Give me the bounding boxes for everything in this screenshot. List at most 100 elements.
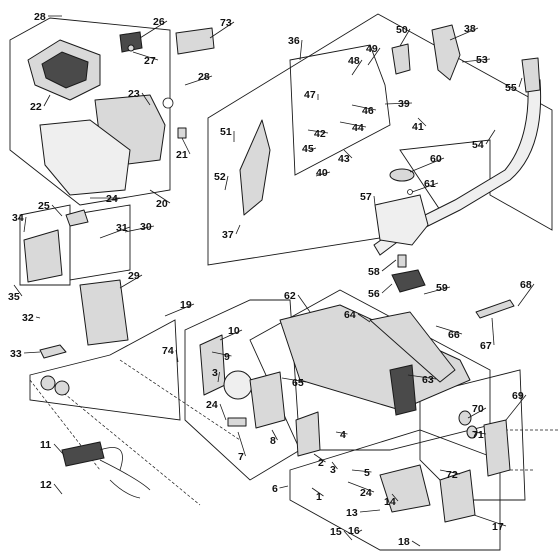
housing-half-lower (39, 119, 131, 196)
part-number-label: 1 (316, 491, 322, 503)
leader-line (373, 195, 376, 206)
part-number-label: 56 (368, 288, 380, 300)
part-number-label: 27 (144, 55, 156, 67)
callout-p2-64: 2 (313, 453, 326, 469)
part-number-label: 52 (214, 171, 226, 183)
callout-p71-61: 71 (472, 429, 487, 441)
nut-27 (127, 44, 135, 52)
leader-line (518, 77, 523, 88)
frame-switch-left (69, 204, 131, 281)
part-number-label: 61 (424, 178, 436, 190)
leader-line (219, 403, 227, 421)
part-number-label: 70 (472, 403, 484, 415)
leader-line (217, 371, 220, 383)
bearing-70 (458, 410, 472, 426)
part-number-label: 65 (292, 377, 304, 389)
callout-p63-53: 63 (407, 374, 437, 386)
leader-line (461, 58, 491, 63)
part-number-label: 28 (198, 71, 210, 83)
leader-line (315, 171, 331, 177)
part-number-label: 54 (472, 139, 484, 151)
callout-p48-14: 48 (348, 55, 363, 76)
leader-line (99, 226, 131, 239)
callout-p8-59: 8 (270, 429, 278, 447)
leader-line (51, 204, 63, 217)
carrier-63 (389, 364, 417, 416)
part-number-label: 64 (344, 309, 356, 321)
leader-line (335, 431, 348, 435)
callout-p42-21: 42 (307, 128, 329, 140)
callout-p14-72: 14 (384, 493, 399, 508)
part-number-label: 43 (338, 153, 350, 165)
fan-wheel (223, 370, 253, 400)
callout-p34-32: 34 (12, 212, 27, 233)
callout-p39-19: 39 (384, 98, 413, 110)
callout-p16-76: 16 (348, 525, 363, 537)
part-number-label: 9 (224, 351, 230, 363)
part-number-label: 57 (360, 191, 372, 203)
part-number-label: 48 (348, 55, 360, 67)
part-number-label: 13 (346, 507, 358, 519)
part-number-label: 42 (314, 128, 326, 140)
callout-p66-47: 66 (435, 325, 463, 341)
leader-line (164, 303, 195, 317)
leader-line (313, 453, 326, 463)
leader-line (409, 157, 445, 173)
part-number-label: 36 (288, 35, 300, 47)
callout-p4-60: 4 (335, 429, 348, 441)
leader-line (381, 259, 397, 272)
leader-line (209, 21, 235, 39)
part-number-label: 59 (436, 282, 448, 294)
callout-p13-73: 13 (346, 507, 381, 519)
leader-line (124, 225, 155, 233)
leader-line (391, 493, 399, 502)
leader-line (339, 121, 367, 128)
part-number-label: 31 (116, 222, 128, 234)
callout-p37-36: 37 (222, 224, 241, 241)
leader-line (35, 316, 41, 319)
part-number-label: 51 (220, 126, 232, 138)
part-number-label: 60 (430, 153, 442, 165)
callout-p35-42: 35 (8, 284, 23, 303)
part-number-label: 71 (472, 429, 484, 441)
trigger-50 (391, 43, 411, 75)
callout-p30-35: 30 (124, 221, 155, 233)
part-number-label: 24 (360, 487, 372, 499)
leader-line (351, 59, 363, 76)
part-number-label: 32 (22, 312, 34, 324)
part-number-label: 41 (412, 121, 424, 133)
part-number-label: 73 (220, 17, 232, 29)
leader-line (411, 540, 421, 547)
callout-p1-70: 1 (311, 487, 324, 503)
frame-lower-left (29, 319, 181, 421)
callout-p58-38: 58 (368, 259, 397, 278)
fan-housing-8 (249, 371, 286, 429)
callout-p70-58: 70 (467, 403, 487, 419)
callout-p40-26: 40 (315, 167, 331, 179)
part-number-label: 74 (162, 345, 174, 357)
leader-line (435, 325, 463, 335)
part-number-label: 68 (520, 279, 532, 291)
callout-p68-41: 68 (517, 279, 535, 307)
part-number-label: 37 (222, 229, 234, 241)
part-number-label: 72 (446, 469, 458, 481)
part-number-label: 15 (330, 526, 342, 538)
part-number-label: 26 (153, 16, 165, 28)
callout-p59-40: 59 (423, 282, 451, 295)
callout-p7-63: 7 (237, 431, 246, 463)
callout-p15-75: 15 (330, 526, 353, 541)
callout-p54-27: 54 (472, 129, 496, 151)
callout-p22-6: 22 (30, 94, 51, 113)
leader-line (343, 149, 353, 159)
frame-handle-assembly (207, 13, 553, 266)
callout-p28-0: 28 (34, 11, 62, 23)
callout-p74-50: 74 (162, 345, 179, 363)
callout-p53-15: 53 (461, 54, 491, 66)
leader-line (43, 94, 51, 107)
leader-line (491, 317, 495, 346)
clamp-26 (119, 31, 143, 53)
leader-line (119, 274, 143, 289)
callout-p49-13: 49 (366, 43, 381, 66)
part-number-label: 12 (40, 479, 52, 491)
